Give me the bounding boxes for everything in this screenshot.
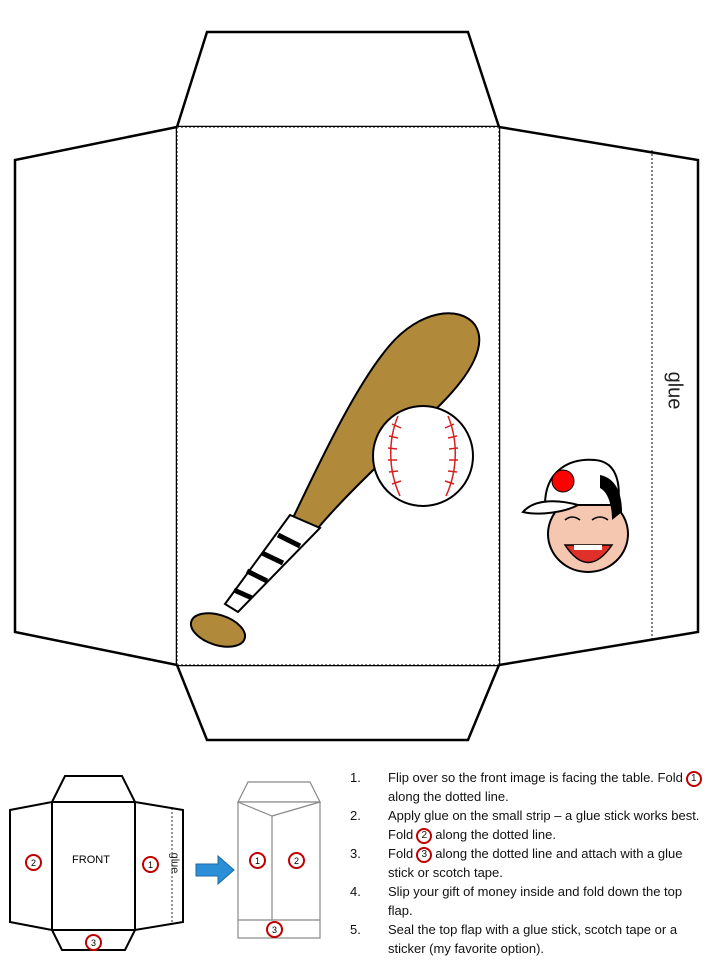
folded-envelope-diagram bbox=[237, 781, 321, 939]
flat-fold-marker-1: 1 bbox=[142, 856, 159, 873]
flat-fold-marker-2: 2 bbox=[25, 854, 42, 871]
glue-text: glue bbox=[663, 371, 686, 409]
step-marker: 1 bbox=[685, 770, 702, 787]
fold-lines bbox=[176, 126, 653, 666]
arrow-icon bbox=[195, 854, 235, 886]
instruction-diagrams bbox=[9, 775, 321, 951]
front-panel bbox=[177, 127, 499, 665]
top-flap bbox=[175, 30, 501, 129]
instruction-step: 4. Slip your gift of money inside and fo… bbox=[350, 884, 683, 918]
instruction-step: 2. Apply glue on the small strip – a glu… bbox=[350, 808, 700, 844]
bottom-flap bbox=[175, 663, 501, 742]
baseball-icon bbox=[372, 405, 474, 507]
front-label: FRONT bbox=[72, 854, 110, 866]
mini-glue-label: glue bbox=[168, 852, 181, 874]
step-marker: 3 bbox=[416, 846, 433, 863]
boy-cap-icon bbox=[521, 458, 629, 573]
folded-marker-2: 2 bbox=[288, 852, 305, 869]
glue-strip-label: glue bbox=[654, 360, 694, 420]
instruction-step: 1. Flip over so the front image is facin… bbox=[350, 768, 710, 806]
baseball-bat-icon bbox=[189, 312, 481, 648]
instruction-step: 5. Seal the top flap with a glue stick, … bbox=[350, 922, 678, 956]
folded-marker-1: 1 bbox=[249, 852, 266, 869]
left-flap bbox=[13, 125, 179, 667]
instruction-list: 1. Flip over so the front image is facin… bbox=[350, 768, 710, 958]
flat-fold-marker-3: 3 bbox=[85, 934, 102, 951]
envelope-template bbox=[13, 30, 700, 742]
step-marker: 2 bbox=[416, 827, 433, 844]
folded-marker-3: 3 bbox=[266, 921, 283, 938]
